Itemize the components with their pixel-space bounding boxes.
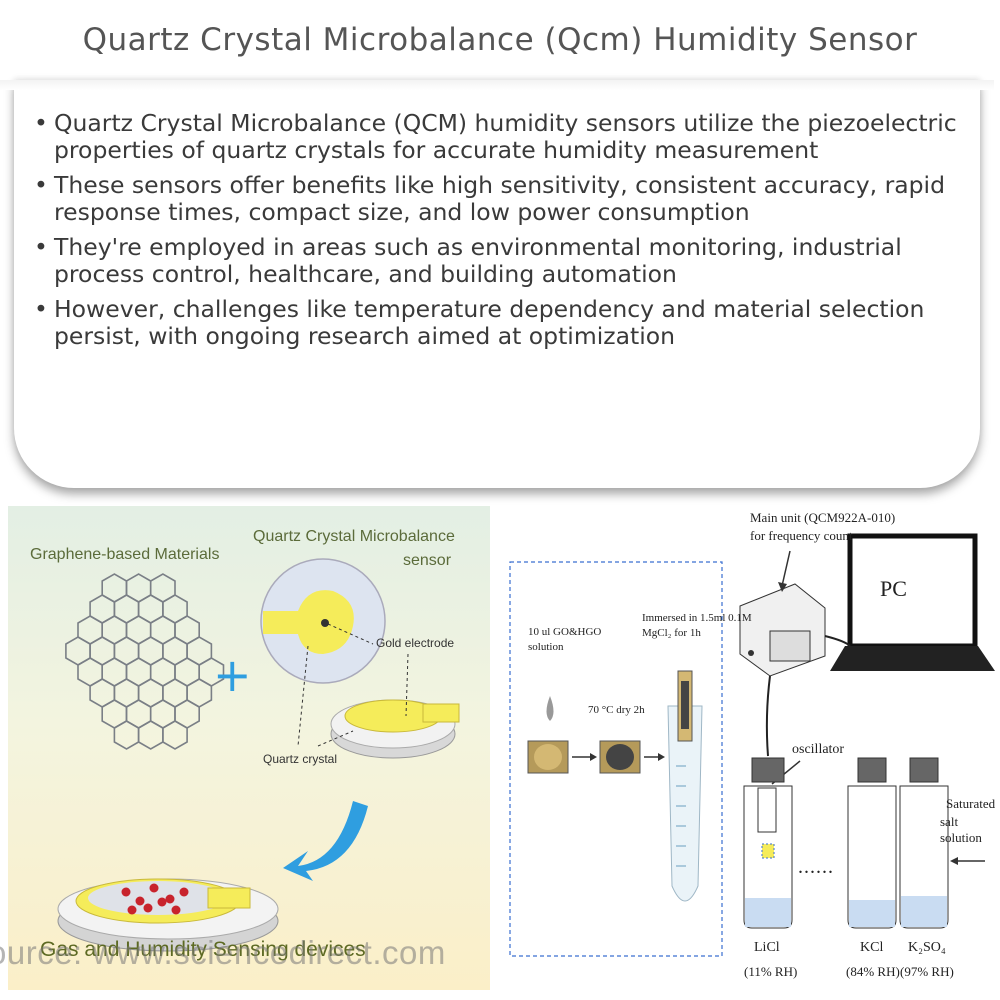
oscillator-label: oscillator [792, 742, 845, 757]
plus-icon: + [213, 648, 252, 702]
solution-label: 10 ul GO&HGO [528, 626, 602, 638]
hexagon-cell [137, 720, 164, 750]
droplet-icon [546, 696, 554, 721]
dry-step-label: 70 °C dry 2h [588, 704, 645, 716]
hexagon-cell [162, 720, 188, 750]
sensing-devices-label: Gas and Humidity Sensing devices [40, 938, 366, 961]
curved-arrow-icon [283, 801, 368, 881]
nanoparticle-dot [143, 903, 153, 913]
gold-electrode-label: Gold electrode [376, 636, 455, 650]
source-watermark: ource: www.sciencedirect.com [0, 934, 446, 971]
bullet-item: •They're employed in areas such as envir… [34, 233, 902, 288]
immersed-label: Immersed in 1.5ml 0.1M [642, 612, 752, 624]
qcm-setup-figure: Main unit (QCM922A-010) for frequency co… [500, 496, 1000, 1000]
ellipsis: ...... [798, 856, 834, 878]
nanoparticle-dot [179, 887, 189, 897]
nanoparticle-dot [121, 887, 131, 897]
preparation-dashed-frame [509, 561, 723, 957]
qcm-sensor-title-line2: sensor [403, 552, 452, 569]
bullet-item: •Quartz Crystal Microbalance (QCM) humid… [34, 109, 957, 164]
bottle-kcl [847, 757, 897, 929]
qcm-setup-illustration [509, 533, 995, 957]
bottle-licl [743, 757, 793, 929]
hexagon-cell [113, 720, 140, 750]
saturated-label-line2: salt solution [940, 814, 982, 845]
immersed-label-line2: MgCl₂ for 1h [642, 627, 701, 639]
bullet-card [0, 80, 994, 488]
nanoparticle-dot [127, 905, 137, 915]
bullet-item: •These sensors offer benefits like high … [34, 171, 946, 226]
solution-label-line2: solution [528, 641, 564, 653]
graphene-hexagon-lattice [65, 573, 225, 750]
nanoparticle-dot [135, 896, 145, 906]
graphene-label: Graphene-based Materials [30, 546, 220, 563]
graphene-qcm-figure: + Quartz Crystal Microbalance sensor Gra… [8, 506, 490, 990]
nanoparticle-dot [165, 894, 175, 904]
nanoparticle-dot [149, 883, 159, 893]
bottle-k2so4 [899, 757, 949, 929]
pc-keyboard [830, 646, 995, 671]
pc-label: PC [880, 576, 907, 601]
bottle-kcl-salt: KCl [860, 940, 884, 955]
nanoparticles [121, 883, 189, 915]
page-title: Quartz Crystal Microbalance (Qcm) Humidi… [82, 22, 918, 58]
bottle-licl-rh: (11% RH) [744, 964, 798, 979]
gold-electrode-shape [263, 590, 354, 654]
quartz-crystal-label: Quartz crystal [263, 752, 338, 766]
bottle-k2so4-rh: (97% RH) [900, 964, 954, 979]
bottle-licl-salt: LiCl [754, 940, 780, 955]
bullet-item: •However, challenges like temperature de… [34, 295, 925, 350]
bottle-k2so4-salt: K₂SO₄ [908, 940, 946, 955]
main-unit-label-line2: for frequency count [750, 528, 853, 543]
saturated-label: Saturated [946, 796, 996, 811]
nanoparticle-dot [171, 905, 181, 915]
pc-monitor [847, 533, 978, 649]
main-unit-device [739, 583, 826, 677]
nanoparticle-dot [157, 897, 167, 907]
bullet-list: •Quartz Crystal Microbalance (QCM) humid… [34, 110, 964, 358]
bottle-kcl-rh: (84% RH) [846, 964, 900, 979]
main-unit-label: Main unit (QCM922A-010) [750, 510, 896, 525]
graphene-qcm-illustration: + [57, 558, 460, 952]
qcm-sensor-title: Quartz Crystal Microbalance [253, 528, 455, 545]
